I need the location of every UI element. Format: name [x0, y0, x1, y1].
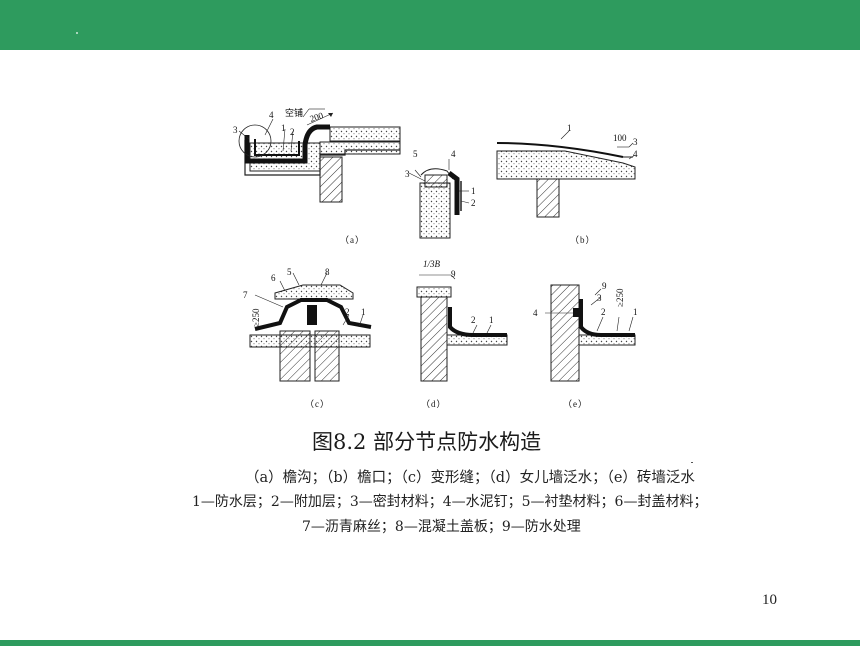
panel-b-callout-4: 4 [633, 149, 638, 159]
panel-a-note: 空铺 [285, 107, 303, 118]
panel-c-label: （c） [305, 399, 330, 409]
caption-tick [691, 462, 693, 463]
parapet-detail: 5 4 3 1 2 [405, 149, 476, 239]
panel-a-label: （a） [340, 235, 365, 245]
panel-b-dimension: 100 [613, 133, 627, 143]
panel-b-callout-1: 1 [567, 123, 572, 133]
panel-b-callout-3: 3 [633, 137, 638, 147]
parapet-callout-1: 1 [471, 186, 476, 196]
panel-a-dimension: 200 [309, 110, 325, 124]
panel-c-callout-2: 2 [345, 307, 350, 317]
legend-line-1: 1—防水层；2—附加层；3—密封材料；4—水泥钉；5—衬垫材料；6—封盖材料； [192, 494, 708, 510]
waterproofing-details-figure: 4 3 1 2 空铺 200 （a） 5 4 3 1 2 1 3 4 [233, 107, 638, 409]
panel-a-callout-3: 3 [233, 125, 238, 135]
header-banner [0, 0, 860, 50]
panel-b-label: （b） [570, 235, 596, 245]
footer-bar [0, 640, 860, 646]
panel-a-callout-4: 4 [269, 110, 274, 120]
page-number: 10 [762, 592, 777, 608]
parapet-callout-4: 4 [451, 149, 456, 159]
panel-e-callout-1: 1 [633, 307, 638, 317]
parapet-callout-3: 3 [405, 169, 410, 179]
panel-c-callout-1: 1 [361, 307, 366, 317]
parapet-callout-5: 5 [413, 149, 418, 159]
panel-e-callout-4: 4 [533, 308, 538, 318]
panel-c-callout-6: 6 [271, 273, 276, 283]
panel-a-callout-1: 1 [281, 123, 286, 133]
panel-c-callout-8: 8 [325, 267, 330, 277]
panel-d-callout-1: 1 [489, 315, 494, 325]
panel-b-eaves: 1 3 4 100 （b） [496, 123, 638, 245]
banner-dot [76, 32, 78, 34]
panel-a-callout-2: 2 [290, 127, 295, 137]
legend-line-2: 7—沥青麻丝；8—混凝土盖板；9—防水处理 [302, 519, 581, 535]
panel-c-dimension: ≥250 [251, 308, 261, 327]
panel-e-dimension: ≥250 [615, 288, 625, 307]
panel-e-callout-3: 3 [597, 293, 602, 303]
panel-d-callout-2: 2 [471, 315, 476, 325]
panel-c-callout-7: 7 [243, 290, 248, 300]
panel-e-callout-2: 2 [601, 307, 606, 317]
panel-d-parapet: 1/3B 9 2 1 （d） [416, 259, 508, 409]
panel-d-dimension: 1/3B [423, 259, 441, 269]
parapet-callout-2: 2 [471, 198, 476, 208]
panel-e-label: （e） [563, 399, 588, 409]
panel-a-gutter: 4 3 1 2 空铺 200 （a） [233, 107, 401, 245]
figure-title: 图8.2 部分节点防水构造 [312, 430, 542, 454]
panel-c-joint: 6 5 8 7 2 1 ≥250 （c） [243, 267, 372, 409]
panel-e-callout-9: 9 [602, 281, 607, 291]
panel-d-callout-9: 9 [451, 269, 456, 279]
panel-c-callout-5: 5 [287, 267, 292, 277]
panel-e-brickwall: 9 3 4 2 1 ≥250 （e） [533, 281, 638, 409]
panel-d-label: （d） [421, 399, 447, 409]
figure-subcaption: （a）檐沟；（b）檐口；（c）变形缝；（d）女儿墙泛水；（e）砖墙泛水 [245, 470, 695, 486]
